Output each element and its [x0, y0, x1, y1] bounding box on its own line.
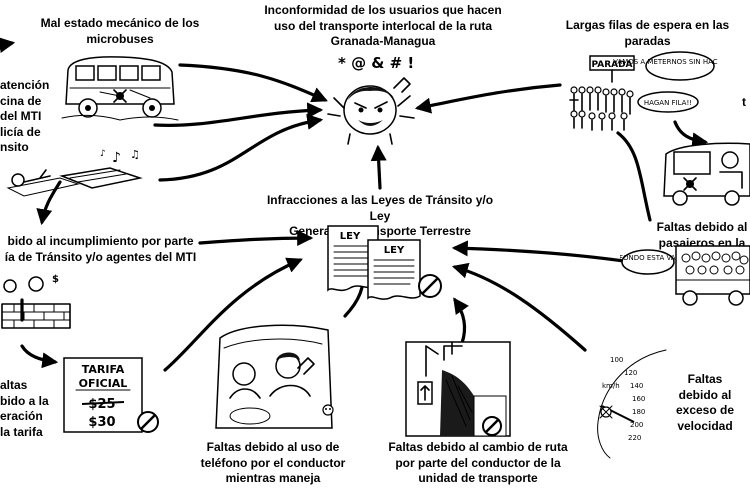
skull-icon: [322, 404, 334, 416]
parada-sign-text: PARADA: [591, 60, 632, 70]
prohibited-icon: [137, 411, 159, 433]
arrow-mechanical-to-center: [178, 63, 328, 103]
prohibited-icon: [482, 416, 502, 436]
svg-text:♫: ♫: [130, 148, 140, 161]
node-queues-label: Largas filas de espera en las paradas: [565, 18, 730, 48]
node-attention-label: atención cina de del MTI licía de nsito: [0, 78, 50, 154]
arrow-infractions-to-center: [370, 144, 387, 190]
broken-bus-illustration: [61, 56, 179, 121]
speed-mark-160: 160: [632, 395, 645, 403]
queue-bubble-2: HAGAN FILA!!: [644, 99, 692, 107]
svg-text:$: $: [52, 274, 59, 285]
node-mti-noncompliance-label: bido al incumplimiento por parte ía de T…: [4, 234, 197, 264]
bus-driver-illustration: [663, 142, 750, 206]
driver-phone-illustration: [215, 324, 334, 429]
speed-mark-120: 120: [624, 369, 637, 377]
tarifa-subtitle: OFICIAL: [79, 377, 128, 390]
node-route-change-label: Faltas debido al cambio de ruta por part…: [388, 440, 568, 485]
tarifa-old-price: $25: [88, 397, 115, 412]
node-fare-alteration-label: altas bido a la eración la tarifa: [0, 378, 49, 439]
skull-icon: [113, 89, 127, 103]
route-change-illustration: [405, 341, 511, 437]
arrow-mti-to-center: [158, 113, 324, 182]
law-scrolls-illustration: LEY LEY: [327, 225, 442, 300]
arrow-queues-to-overload: [616, 131, 652, 222]
node-edge-t-label: t: [742, 95, 746, 109]
tarifa-new-price: $30: [88, 415, 115, 430]
speed-mark-140: 140: [630, 382, 643, 390]
tarifa-sign-illustration: TARIFA OFICIAL $25 $30: [63, 357, 159, 433]
tarifa-title: TARIFA: [82, 363, 125, 376]
speed-unit: km/h: [602, 382, 620, 390]
node-mechanical-label: Mal estado mecánico de los microbuses: [40, 16, 200, 46]
speed-mark-180: 180: [632, 408, 645, 416]
speed-mark-100: 100: [610, 356, 623, 364]
arrow-edge-left: [0, 37, 16, 53]
mti-agents-illustration: $: [1, 274, 71, 329]
overcrowded-bus-illustration: AL FONDO ESTA VACIO: [620, 245, 750, 306]
speed-mark-220: 220: [628, 434, 641, 442]
law-title-1: LEY: [340, 231, 361, 242]
bus-bubble-text: AL FONDO ESTA VACIO: [620, 254, 688, 262]
law-title-2: LEY: [384, 245, 405, 256]
angry-passenger-illustration: * @ & # !: [327, 54, 415, 145]
skull-icon: [683, 177, 697, 191]
queue-bubble-1: VAMOS A METERNOS SIN HACER FILA!: [613, 58, 718, 66]
arrow-speeding-to-infractions: [451, 262, 587, 352]
prohibited-icon: [418, 274, 442, 298]
arrow-fare-down: [20, 344, 59, 369]
angry-symbols: * @ & # !: [338, 54, 414, 72]
speed-mark-200: 200: [630, 421, 643, 429]
skull-icon: [599, 405, 613, 419]
queue-illustration: PARADA VAMOS A METERNOS SIN HACER FILA! …: [569, 51, 718, 131]
arrow-queues-to-center: [414, 83, 562, 114]
node-phone-label: Faltas debido al uso de teléfono por el …: [200, 440, 346, 485]
waiting-passengers-illustration: ♪ ♫ ♪: [6, 148, 143, 197]
svg-text:♪: ♪: [112, 150, 121, 166]
arrow-route-to-infractions: [453, 297, 469, 345]
svg-text:♪: ♪: [100, 149, 106, 159]
speedometer-illustration: 100 120 140 160 180 200 220 km/h: [597, 349, 667, 459]
node-speeding-label: Faltas debido al exceso de velocidad: [675, 372, 735, 433]
node-center-label: Inconformidad de los usuarios que hacen …: [264, 3, 502, 48]
